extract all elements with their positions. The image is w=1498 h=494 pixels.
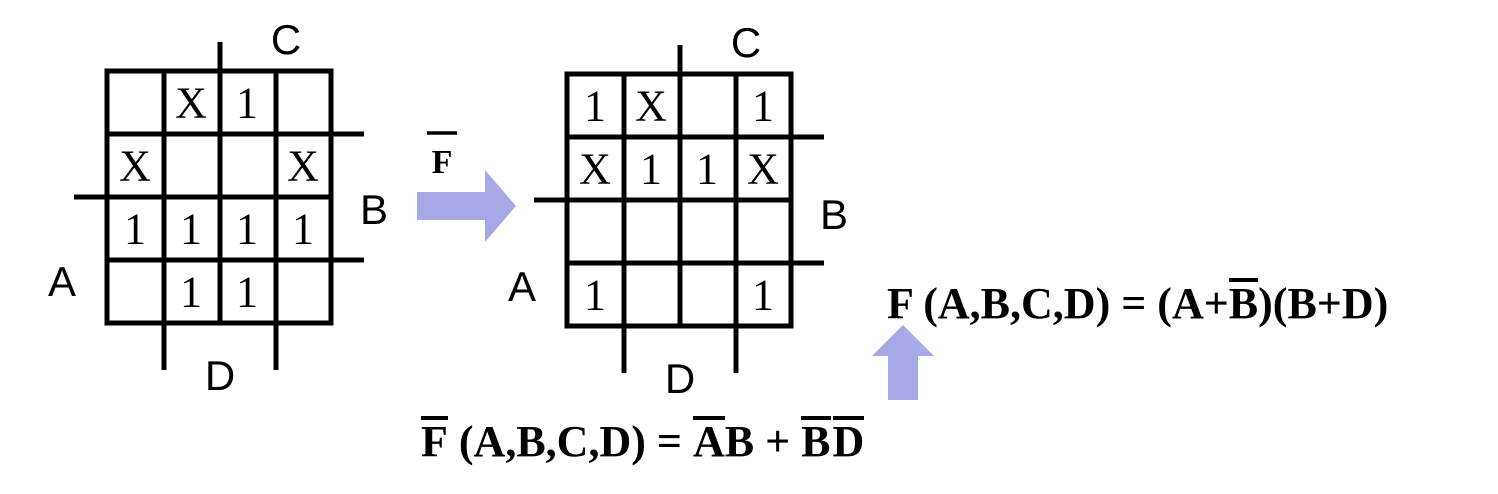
- kmap-right-cell-r1c2: 1: [696, 145, 718, 194]
- kmap-left-cell-r3c1: 1: [180, 268, 202, 317]
- kmap-left-cell-r3c2: 1: [236, 268, 258, 317]
- kmap-left-label-a: A: [48, 258, 76, 305]
- kmap-right: [534, 45, 824, 373]
- kmap-left-cell-r2c1: 1: [180, 205, 202, 254]
- equation-f-lhs: F (A,B,C,D) = (A+: [887, 279, 1229, 328]
- equation-fbar: F (A,B,C,D) = AB + BD: [421, 416, 865, 466]
- kmap-left-label-d: D: [205, 352, 235, 399]
- equation-fbar-d-bar: D: [832, 416, 865, 466]
- kmap-left-cell-r2c3: 1: [292, 205, 314, 254]
- equation-fbar-b-bar: B: [801, 416, 831, 466]
- kmap-left-cell-r0c1: X: [175, 79, 207, 128]
- equation-fbar-b: B +: [724, 417, 802, 466]
- kmap-left-cell-r1c3: X: [287, 142, 319, 191]
- equation-f-bar-term: B: [1228, 278, 1259, 328]
- kmap-right-cell-r0c3: 1: [752, 82, 774, 131]
- kmap-right-label-b: B: [820, 191, 848, 238]
- kmap-right-cell-r3c3: 1: [752, 271, 774, 320]
- kmap-right-label-c: C: [731, 19, 761, 66]
- kmap-left-label-c: C: [271, 16, 301, 63]
- kmap-right-cell-r1c0: X: [579, 145, 611, 194]
- equation-fbar-f: F: [421, 416, 448, 466]
- kmap-right-label-a: A: [508, 263, 536, 310]
- equation-fbar-a-bar: A: [692, 416, 725, 466]
- equation-fbar-args: (A,B,C,D) =: [447, 417, 693, 466]
- equation-f: F (A,B,C,D) = (A+B)(B+D): [887, 278, 1388, 326]
- kmap-left-label-b: B: [360, 186, 388, 233]
- kmap-right-cell-r1c3: X: [747, 145, 779, 194]
- kmap-left-cell-r0c2: 1: [236, 79, 258, 128]
- kmap-right-cell-r1c1: 1: [640, 145, 662, 194]
- equation-f-rhs: )(B+D): [1258, 279, 1389, 328]
- kmap-right-label-d: D: [665, 355, 695, 402]
- up-arrow-icon: [872, 325, 934, 400]
- kmap-right-cell-r3c0: 1: [584, 271, 606, 320]
- kmap-right-cell-r0c0: 1: [584, 82, 606, 131]
- kmap-left: [74, 42, 364, 370]
- arrow-label: F: [432, 144, 453, 181]
- kmap-left-cell-r2c0: 1: [124, 205, 146, 254]
- kmap-left-cell-r1c0: X: [119, 142, 151, 191]
- kmap-right-cell-r0c1: X: [635, 82, 667, 131]
- kmap-left-cell-r2c2: 1: [236, 205, 258, 254]
- right-arrow-icon: [417, 170, 516, 242]
